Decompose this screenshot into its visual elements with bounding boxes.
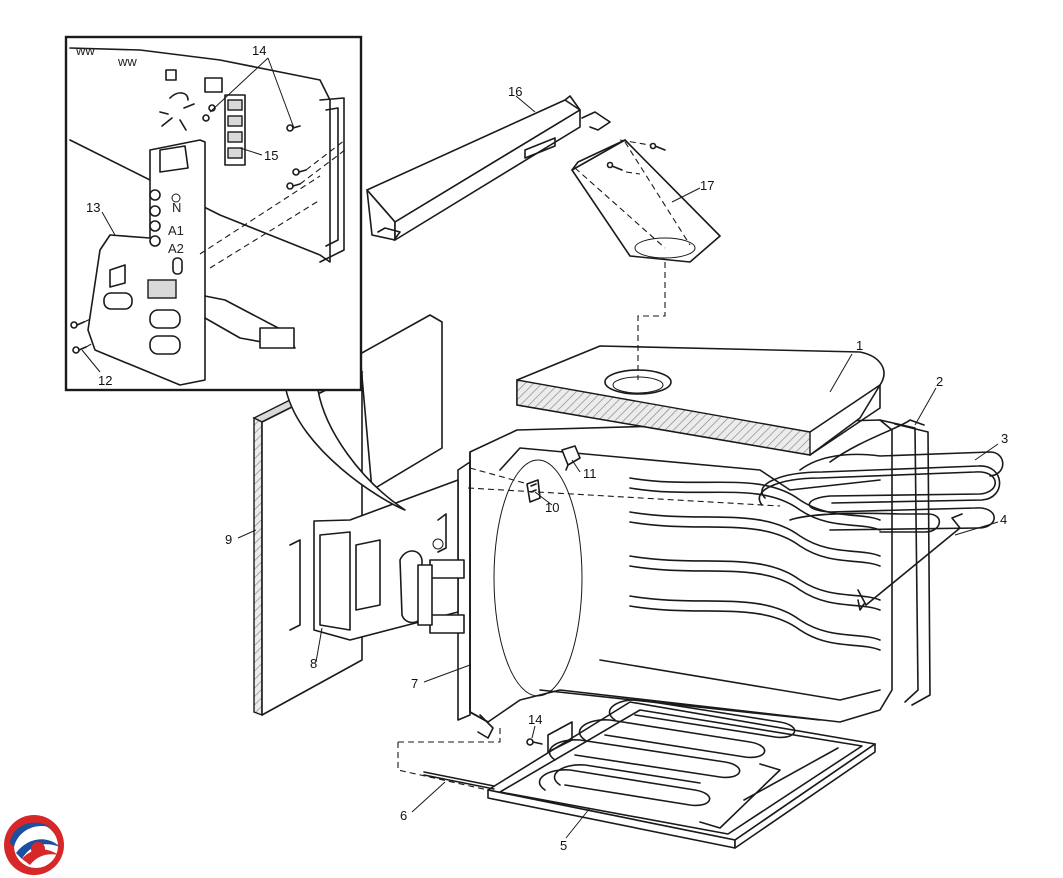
svg-text:ww: ww: [117, 54, 137, 69]
inset-terminal-block: [202, 94, 246, 166]
label-part-1: 1: [856, 338, 863, 353]
terminal-mark-a2: A2: [168, 241, 184, 256]
top-channel: [366, 95, 611, 241]
terminal-mark-a1: A1: [168, 223, 184, 238]
label-part-3: 3: [1001, 431, 1008, 446]
lamp-holder: [561, 445, 581, 471]
part-labels: 1 2 3 4 5 6 7 8 9 10 11 12 13 14 14 15 1…: [86, 43, 1008, 853]
label-part-7: 7: [411, 676, 418, 691]
label-part-6: 6: [400, 808, 407, 823]
label-part-15: 15: [264, 148, 278, 163]
label-part-13: 13: [86, 200, 100, 215]
terminal-mark-n: N: [172, 200, 181, 215]
label-part-4: 4: [1000, 512, 1007, 527]
label-part-9: 9: [225, 532, 232, 547]
bottom-element-tray: [487, 699, 876, 849]
label-part-14-bottom: 14: [528, 712, 542, 727]
top-insulation: [516, 345, 885, 456]
label-part-8: 8: [310, 656, 317, 671]
oven-cavity: [457, 419, 893, 739]
label-part-14-top: 14: [252, 43, 266, 58]
duct-screws: [606, 139, 666, 175]
element-rod: [397, 726, 501, 791]
label-part-10: 10: [545, 500, 559, 515]
label-part-16: 16: [508, 84, 522, 99]
inset-terminal-plate: [87, 139, 321, 386]
rack-support-wire: [857, 513, 963, 611]
bottom-heating-coil: [538, 699, 796, 807]
label-part-5: 5: [560, 838, 567, 853]
fan-duct-cone: [571, 139, 721, 263]
inset-back-plate: ww ww: [69, 43, 345, 263]
brand-logo: [4, 815, 64, 875]
grill-element: [758, 419, 1004, 533]
detail-callout: ww ww: [64, 35, 406, 511]
label-part-12: 12: [98, 373, 112, 388]
cavity-rear-edge: [879, 419, 931, 706]
label-part-17: 17: [700, 178, 714, 193]
bottom-screw: [526, 721, 573, 753]
terminal-bracket: [289, 479, 465, 641]
thermostat-clip: [526, 479, 541, 503]
leader-lines: [81, 57, 999, 839]
label-part-11: 11: [583, 466, 597, 481]
svg-text:ww: ww: [75, 43, 95, 58]
label-part-2: 2: [936, 374, 943, 389]
